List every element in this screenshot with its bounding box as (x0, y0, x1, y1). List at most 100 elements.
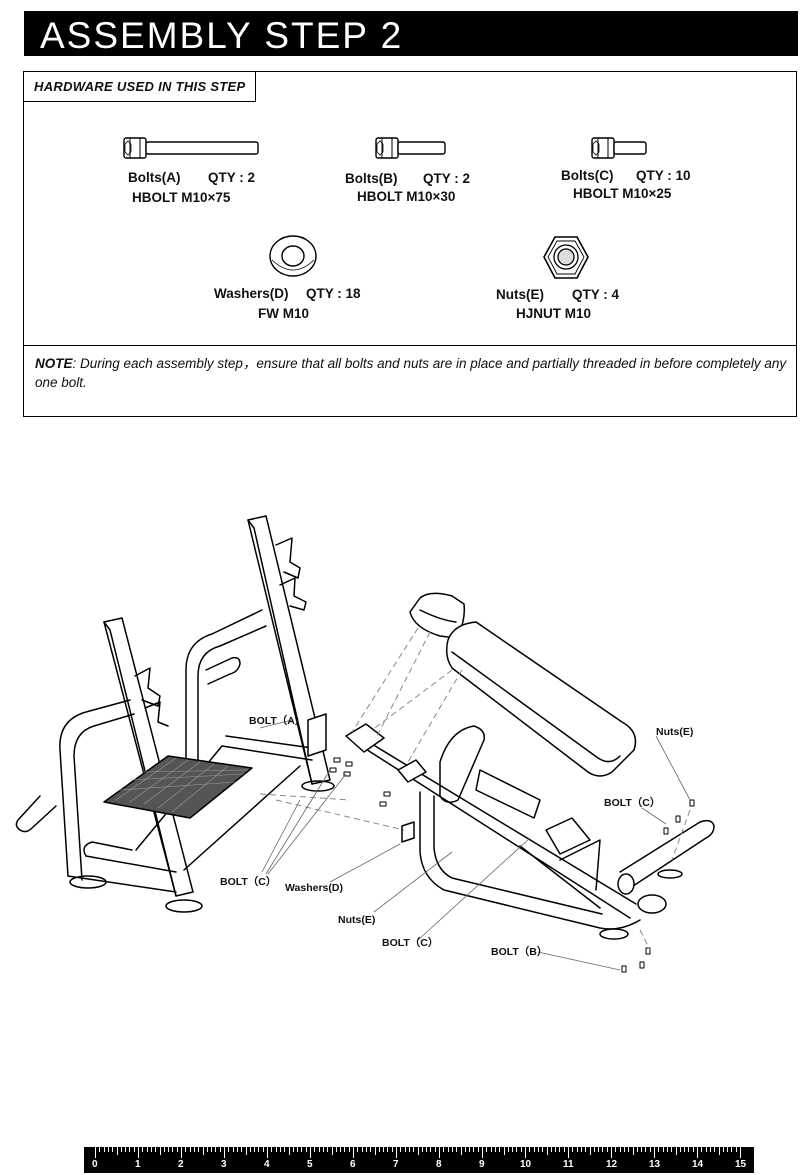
ruler-tick (512, 1147, 514, 1152)
ruler-tick (159, 1147, 161, 1155)
ruler-tick (236, 1147, 238, 1152)
long-bolt-icon (123, 137, 259, 159)
ruler-tick (585, 1147, 587, 1152)
ruler-number: 12 (606, 1159, 618, 1170)
ruler-tick (279, 1147, 281, 1152)
ruler-tick (494, 1147, 496, 1152)
ruler-tick (408, 1147, 410, 1152)
bolt-a-qty: QTY : 2 (208, 170, 256, 185)
ruler-tick (602, 1147, 604, 1152)
ruler-tick (490, 1147, 492, 1152)
ruler-tick (228, 1147, 230, 1152)
washer-d-spec: FW M10 (258, 306, 310, 321)
ruler-tick (219, 1147, 221, 1152)
rack-frame (15, 515, 335, 913)
ruler-tick (163, 1147, 165, 1152)
ruler-tick (181, 1147, 182, 1158)
ruler-tick (503, 1147, 505, 1155)
ruler-tick (533, 1147, 535, 1152)
ruler-tick (249, 1147, 251, 1152)
ruler-tick (709, 1147, 711, 1152)
ruler-tick (666, 1147, 668, 1152)
ruler-tick (598, 1147, 600, 1152)
ruler-tick (671, 1147, 673, 1152)
ruler-tick (262, 1147, 264, 1152)
ruler-number: 8 (436, 1159, 442, 1170)
page-title: ASSEMBLY STEP 2 (40, 15, 404, 56)
callout-bolt-c-mid: BOLT（C） (382, 937, 439, 949)
nut-e-qty: QTY : 4 (572, 287, 620, 302)
ruler-tick (189, 1147, 191, 1152)
callout-bolt-b: BOLT（B） (491, 946, 548, 958)
bolt-b-qty: QTY : 2 (423, 171, 471, 186)
ruler-tick (679, 1147, 681, 1152)
ruler-tick (658, 1147, 660, 1152)
ruler-tick (292, 1147, 294, 1152)
ruler-tick (619, 1147, 621, 1152)
ruler-tick (529, 1147, 531, 1152)
ruler-tick (95, 1147, 96, 1158)
ruler-tick (146, 1147, 148, 1152)
note-label: NOTE (35, 356, 73, 371)
ruler-tick (464, 1147, 466, 1152)
ruler-tick (404, 1147, 406, 1152)
ruler-number: 1 (135, 1159, 141, 1170)
ruler-number: 6 (350, 1159, 356, 1170)
ruler-tick (215, 1147, 217, 1152)
short-bolt-icon (591, 137, 647, 159)
ruler-tick (546, 1147, 548, 1155)
ruler-tick (628, 1147, 630, 1152)
hardware-header-tab: HARDWARE USED IN THIS STEP (24, 72, 256, 102)
ruler-tick (675, 1147, 677, 1155)
ruler-tick (99, 1147, 101, 1152)
ruler-tick (701, 1147, 703, 1152)
bracket-plate (345, 723, 385, 753)
ruler-tick (340, 1147, 342, 1152)
ruler-tick (434, 1147, 436, 1152)
ruler-tick (718, 1147, 720, 1155)
ruler-tick (335, 1147, 337, 1152)
ruler-tick (103, 1147, 105, 1152)
ruler-number: 9 (479, 1159, 485, 1170)
back-pad (445, 621, 637, 777)
hex-nut-icon (543, 236, 589, 279)
ruler-tick (469, 1147, 471, 1152)
ruler-tick (456, 1147, 458, 1152)
ruler-tick (520, 1147, 522, 1152)
ruler-tick (447, 1147, 449, 1152)
ruler-tick (662, 1147, 664, 1152)
ruler-tick (224, 1147, 225, 1158)
ruler-tick (125, 1147, 127, 1152)
ruler-number: 0 (92, 1159, 98, 1170)
ruler-number: 11 (563, 1159, 574, 1170)
leg-pad (439, 725, 486, 803)
ruler-tick (684, 1147, 686, 1152)
ruler-tick (202, 1147, 204, 1155)
ruler-tick (451, 1147, 453, 1152)
ruler-tick (525, 1147, 526, 1158)
ruler-tick (735, 1147, 737, 1152)
ruler-number: 2 (178, 1159, 184, 1170)
medium-bolt-icon (375, 137, 446, 159)
ruler-tick (284, 1147, 286, 1152)
ruler-tick (593, 1147, 595, 1152)
ruler-tick (611, 1147, 612, 1158)
ruler-tick (314, 1147, 316, 1152)
ruler-tick (396, 1147, 397, 1158)
bolt-c-qty: QTY : 10 (636, 168, 691, 183)
ruler-tick (697, 1147, 698, 1158)
ruler-tick (254, 1147, 256, 1152)
ruler-tick (589, 1147, 591, 1155)
ruler-tick (116, 1147, 118, 1155)
ruler-tick (430, 1147, 432, 1152)
ruler-tick (275, 1147, 277, 1152)
ruler-tick (310, 1147, 311, 1158)
ruler-tick (361, 1147, 363, 1152)
ruler-tick (692, 1147, 694, 1152)
ruler-tick (383, 1147, 385, 1152)
ruler-tick (654, 1147, 655, 1158)
ruler-number: 7 (393, 1159, 399, 1170)
ruler-tick (645, 1147, 647, 1152)
note-text: : During each assembly step，ensure that … (35, 356, 787, 390)
hardware-panel: HARDWARE USED IN THIS STEP Bolts(A) QTY … (23, 71, 797, 417)
